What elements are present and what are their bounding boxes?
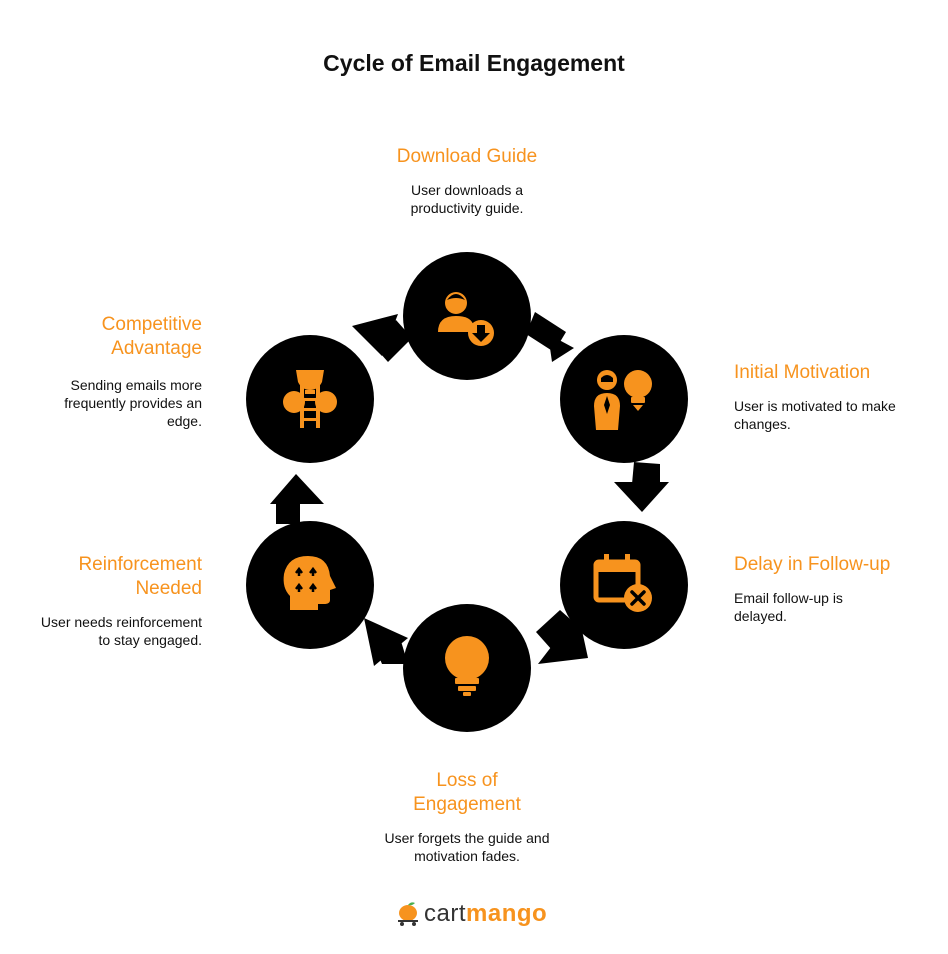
stage-title-loss-of-engagement: Loss of Engagement	[413, 770, 521, 815]
trophy-ladder-icon	[283, 370, 337, 428]
stage-title-initial-motivation: Initial Motivation	[734, 362, 871, 383]
node-competitive-advantage	[246, 335, 374, 463]
stage-title-reinforcement-needed: Reinforcement Needed	[78, 554, 202, 599]
lightbulb-icon	[445, 636, 489, 696]
user-download-icon	[438, 292, 494, 346]
arrow-head-2-3	[614, 482, 669, 512]
cycle-connectors	[270, 312, 669, 666]
arrow-head-4-5	[364, 618, 408, 666]
connector-2-3	[632, 462, 660, 484]
node-loss-of-engagement	[403, 604, 531, 732]
brand-name-part2: mango	[466, 900, 548, 927]
stage-title-delay-in-follow-up: Delay in Follow-up	[734, 554, 891, 575]
node-download-guide	[403, 252, 531, 380]
node-initial-motivation	[560, 335, 688, 463]
mango-cart-icon	[398, 902, 418, 926]
person-lightbulb-icon	[594, 370, 652, 430]
stage-desc-competitive-advantage: Sending emails more frequently provides …	[64, 377, 202, 429]
head-arrows-icon	[283, 556, 336, 610]
connector-3-4	[536, 610, 578, 650]
arrow-head-6-1	[352, 314, 398, 356]
stage-desc-reinforcement-needed: User needs reinforcement to stay engaged…	[40, 614, 202, 648]
stage-desc-download-guide: User downloads a productivity guide.	[410, 182, 524, 216]
stage-desc-initial-motivation: User is motivated to make changes.	[734, 398, 896, 432]
stage-title-download-guide: Download Guide	[396, 146, 538, 167]
stage-title-competitive-advantage: Competitive Advantage	[101, 314, 202, 359]
diagram-title: Cycle of Email Engagement	[323, 50, 625, 76]
brand-logo: cart mango	[396, 898, 566, 930]
arrow-head-5-6	[270, 474, 324, 504]
stage-desc-delay-in-follow-up: Email follow-up is delayed.	[734, 590, 843, 624]
brand-name-part1: cart	[424, 900, 467, 927]
arrow-head-1-2	[548, 334, 574, 362]
stage-desc-loss-of-engagement: User forgets the guide and motivation fa…	[384, 830, 550, 864]
node-delay-in-follow-up	[560, 521, 688, 649]
node-reinforcement-needed	[246, 521, 374, 649]
connector-5-6	[276, 500, 300, 524]
calendar-cancel-icon	[593, 554, 652, 612]
